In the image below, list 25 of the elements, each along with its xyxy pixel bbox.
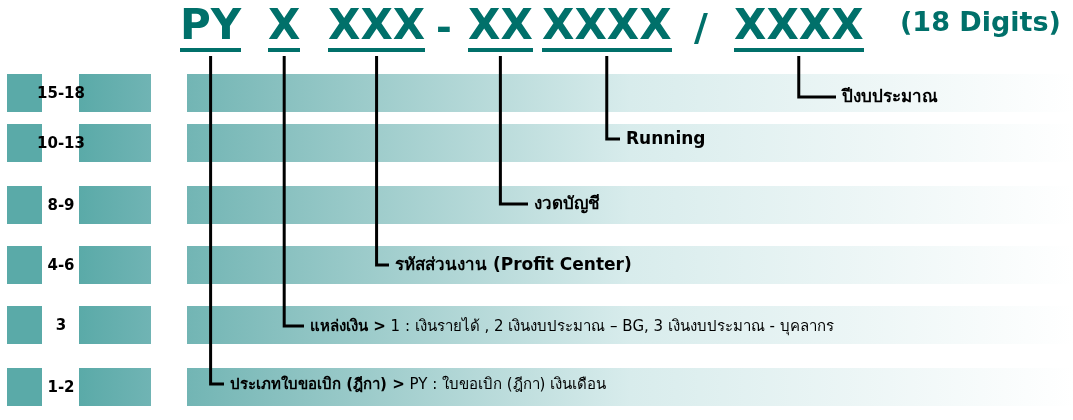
code-segment: XXX [328,4,426,52]
leader-line [282,56,304,328]
leader-line [797,56,836,99]
segment-description: รหัสส่วนงาน (Profit Center) [395,254,632,276]
separator: / [694,8,708,46]
code-segment: XXXX [542,4,672,52]
segment-description: Running [626,128,706,150]
segment-description: งวดบัญชี [534,193,600,215]
code-segment: X [268,4,301,52]
leader-line [498,56,528,206]
separator: - [436,8,452,46]
digit-range: 1-2 [47,376,75,398]
digit-range: 4-6 [47,254,75,276]
digit-range: 3 [55,314,67,336]
segment-description: แหล่งเงิน > 1 : เงินรายได้ , 2 เงินงบประมาณ – BG, 3 เงินงบประมาณ - บุคลากร [310,316,834,336]
leader-line [375,56,389,267]
digit-range: 8-9 [47,194,75,216]
code-segment: XX [468,4,533,52]
digit-count-note: (18 Digits) [900,8,1061,35]
leader-line [605,56,620,141]
code-segment: PY [180,4,242,52]
leader-line [209,56,224,386]
code-segment: XXXX [734,4,864,52]
segment-description: ปีงบประมาณ [842,86,938,108]
segment-description: ประเภทใบขอเบิก (ฎีกา) > PY : ใบขอเบิก (ฎีกา) เงินเดือน [230,374,607,394]
